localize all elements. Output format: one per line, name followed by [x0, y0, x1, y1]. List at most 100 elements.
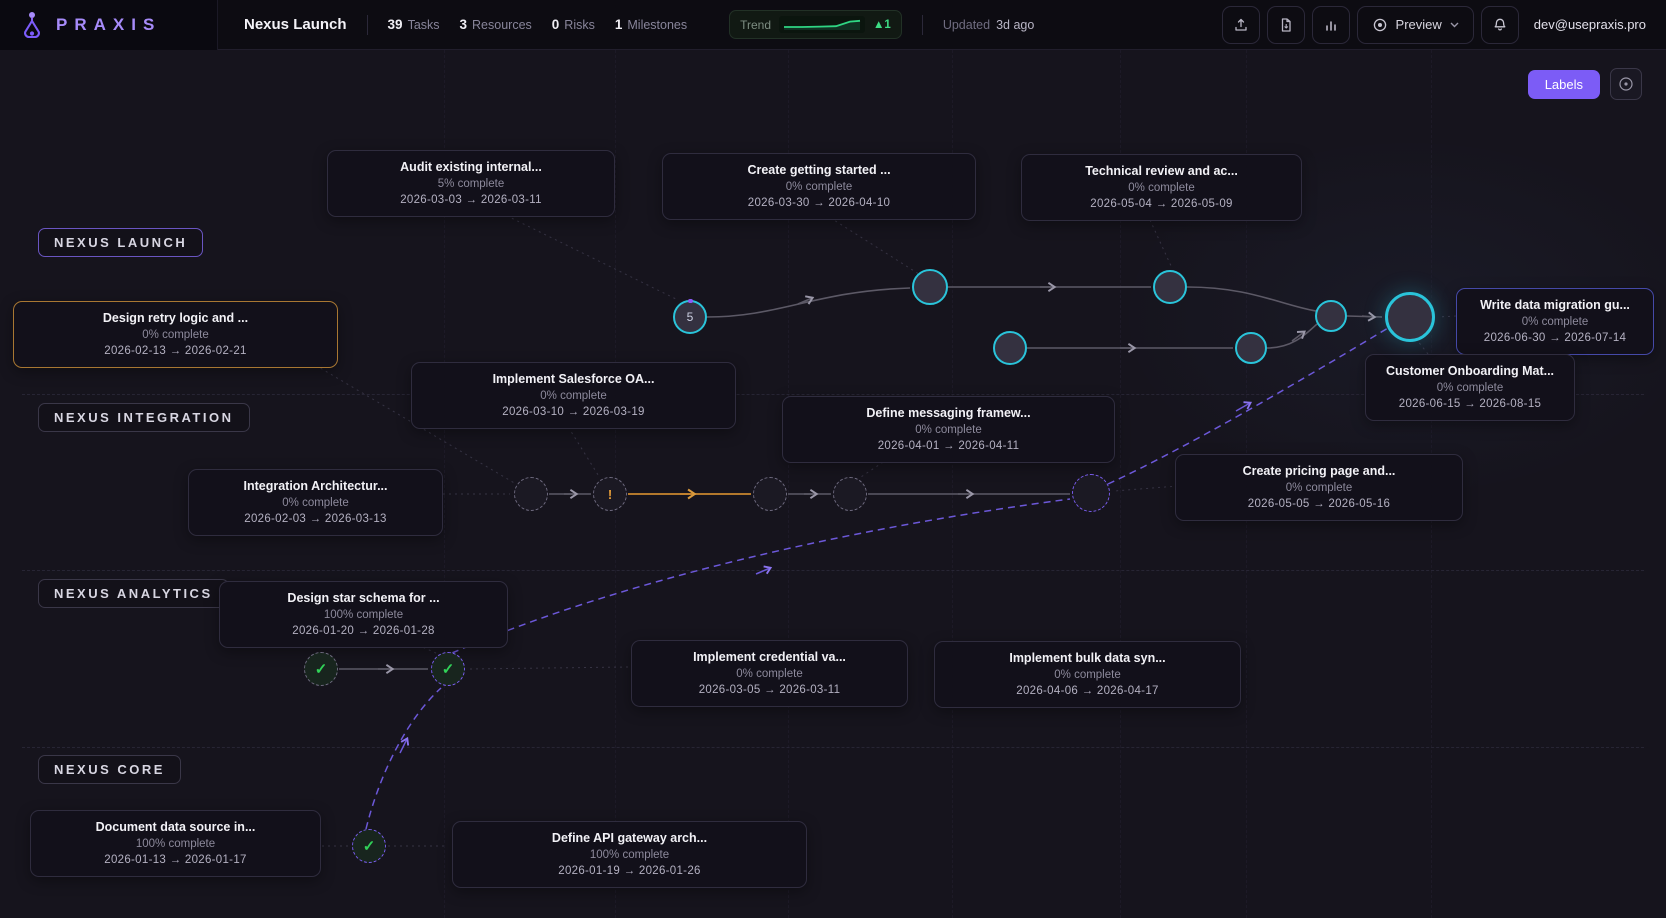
task-card-progress: 100% complete: [323, 609, 404, 622]
group-label-nexus-core[interactable]: NEXUS CORE: [38, 755, 181, 784]
preview-button[interactable]: Preview: [1356, 5, 1474, 44]
alert-icon: !: [607, 486, 613, 502]
task-node[interactable]: [1153, 270, 1187, 304]
task-card-progress: 0% complete: [1285, 482, 1353, 495]
gridline: [444, 50, 445, 918]
group-label-nexus-launch[interactable]: NEXUS LAUNCH: [38, 228, 204, 257]
project-stats: 39 Tasks 3 Resources 0 Risks 1 Milestone…: [388, 17, 688, 32]
task-card-progress: 5% complete: [437, 178, 505, 191]
task-card-title: Document data source in...: [95, 820, 256, 834]
task-node-count[interactable]: 5: [673, 299, 707, 334]
stat-risks-label: Risks: [564, 18, 595, 32]
pending-node[interactable]: [753, 477, 787, 511]
task-card[interactable]: Implement Salesforce OA... 0% complete 2…: [411, 362, 736, 430]
linked-node[interactable]: [1072, 474, 1110, 512]
stat-milestones-value: 1: [614, 17, 623, 32]
stat-milestones: 1 Milestones: [615, 17, 687, 32]
task-card-title: Design retry logic and ...: [102, 311, 249, 325]
task-card[interactable]: Document data source in... 100% complete…: [30, 810, 321, 878]
group-label-nexus-analytics[interactable]: NEXUS ANALYTICS: [38, 579, 229, 608]
updated-label: Updated: [942, 17, 991, 32]
task-card-title: Implement credential va...: [693, 650, 846, 664]
pending-node[interactable]: [833, 477, 867, 511]
task-card-title: Create getting started ...: [747, 163, 891, 177]
milestone-node[interactable]: [1385, 292, 1435, 342]
stat-risks: 0 Risks: [552, 17, 595, 32]
completed-node[interactable]: ✓: [431, 652, 465, 686]
chevron-down-icon: [1450, 22, 1459, 27]
risk-node[interactable]: !: [593, 477, 627, 511]
task-card-dates: 2026-03-03 → 2026-03-11: [400, 194, 542, 207]
task-card[interactable]: Create getting started ... 0% complete 2…: [662, 153, 976, 221]
task-node[interactable]: [912, 269, 948, 305]
export-button[interactable]: [1221, 5, 1260, 44]
gridline: [788, 50, 789, 918]
group-label-nexus-integration[interactable]: NEXUS INTEGRATION: [38, 403, 250, 432]
task-card-progress: 0% complete: [736, 668, 803, 681]
task-card[interactable]: Define messaging framew... 0% complete 2…: [782, 396, 1115, 464]
task-card[interactable]: Create pricing page and... 0% complete 2…: [1175, 454, 1463, 522]
task-card-progress: 0% complete: [1436, 382, 1504, 395]
task-card[interactable]: Design star schema for ... 100% complete…: [219, 581, 508, 649]
task-node[interactable]: [993, 331, 1027, 365]
task-card-dates: 2026-02-13 → 2026-02-21: [104, 345, 247, 358]
task-card-title: Technical review and ac...: [1085, 164, 1238, 178]
task-card[interactable]: Audit existing internal... 5% complete 2…: [327, 150, 615, 218]
report-button[interactable]: [1266, 5, 1305, 44]
stat-tasks-value: 39: [387, 17, 403, 32]
user-email[interactable]: dev@usepraxis.pro: [1533, 17, 1646, 32]
task-node[interactable]: [1315, 300, 1347, 332]
updated-status: Updated 3d ago: [943, 18, 1035, 32]
task-card[interactable]: Integration Architectur... 0% complete 2…: [188, 469, 443, 537]
completed-node[interactable]: ✓: [352, 829, 386, 863]
task-card-title: Define API gateway arch...: [551, 831, 708, 845]
brand-home[interactable]: PRAXIS: [0, 0, 218, 50]
check-icon: ✓: [441, 661, 455, 678]
task-card-title: Define messaging framew...: [866, 406, 1031, 420]
task-card[interactable]: Implement bulk data syn... 0% complete 2…: [934, 641, 1241, 709]
header-divider: [366, 14, 368, 35]
task-card-progress: 0% complete: [540, 390, 607, 403]
bell-icon: [1494, 18, 1506, 31]
praxis-logo-icon: [24, 11, 40, 38]
task-card-dates: 2026-01-19 → 2026-01-26: [558, 865, 701, 878]
stat-risks-value: 0: [551, 17, 560, 32]
task-card[interactable]: Write data migration gu... 0% complete 2…: [1456, 288, 1654, 356]
task-card-dates: 2026-04-01 → 2026-04-11: [877, 440, 1020, 453]
section-divider: [22, 570, 1644, 571]
task-card[interactable]: Customer Onboarding Mat... 0% complete 2…: [1365, 354, 1575, 422]
labels-button[interactable]: Labels: [1527, 69, 1600, 99]
upload-icon: [1234, 18, 1247, 31]
target-icon: [1619, 77, 1633, 91]
task-card-title: Implement Salesforce OA...: [492, 372, 655, 386]
task-card-dates: 2026-05-04 → 2026-05-09: [1090, 198, 1233, 211]
task-card-progress: 0% complete: [785, 181, 853, 194]
notifications-button[interactable]: [1480, 5, 1519, 44]
stat-tasks-label: Tasks: [407, 18, 440, 32]
analytics-button[interactable]: [1311, 5, 1350, 44]
task-card[interactable]: Technical review and ac... 0% complete 2…: [1021, 154, 1302, 222]
task-card-dates: 2026-03-10 → 2026-03-19: [502, 406, 645, 419]
task-card[interactable]: Design retry logic and ... 0% complete 2…: [13, 301, 338, 369]
task-card-title: Implement bulk data syn...: [1009, 651, 1166, 665]
task-node[interactable]: [1235, 332, 1267, 364]
roadmap-canvas[interactable]: Labels: [0, 50, 1666, 918]
task-card[interactable]: Implement credential va... 0% complete 2…: [631, 640, 908, 708]
task-card-progress: 0% complete: [915, 424, 982, 437]
focus-button[interactable]: [1610, 68, 1642, 100]
gridline: [1120, 50, 1121, 918]
trend-badge: Trend ▲1: [729, 10, 902, 39]
task-card-progress: 0% complete: [1128, 182, 1195, 195]
task-card-progress: 100% complete: [589, 849, 670, 862]
node-count-label: 5: [686, 310, 694, 324]
stat-milestones-label: Milestones: [627, 18, 688, 32]
task-card-progress: 0% complete: [142, 329, 209, 342]
task-card-dates: 2026-06-30 → 2026-07-14: [1483, 332, 1627, 345]
task-card-title: Create pricing page and...: [1242, 464, 1396, 478]
completed-node[interactable]: ✓: [304, 652, 338, 686]
pending-node[interactable]: [514, 477, 548, 511]
gridline: [952, 50, 953, 918]
file-icon: [1281, 17, 1291, 32]
task-card[interactable]: Define API gateway arch... 100% complete…: [452, 821, 807, 889]
task-card-dates: 2026-01-13 → 2026-01-17: [104, 854, 247, 867]
